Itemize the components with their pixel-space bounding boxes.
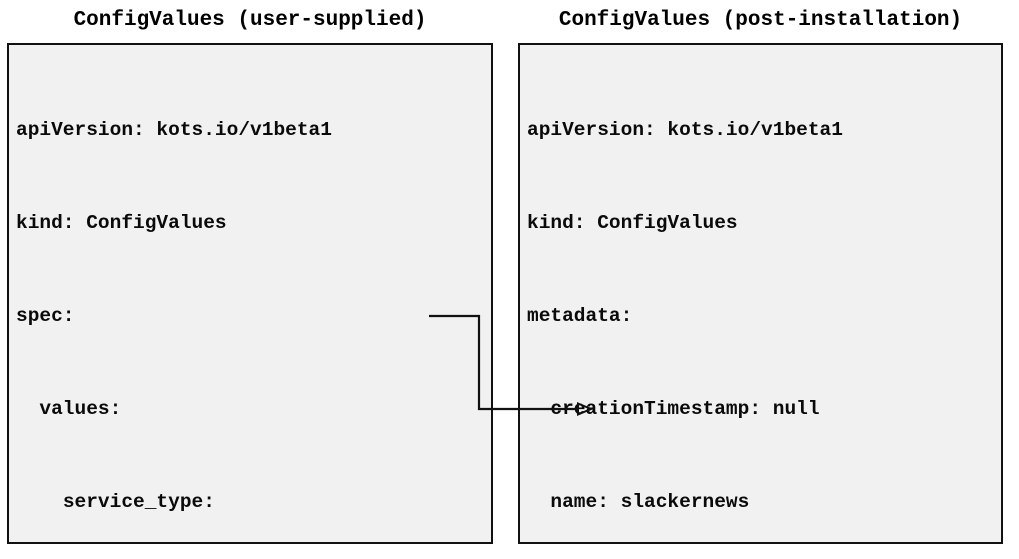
yaml-text: kind: ConfigValues [16, 212, 227, 234]
code-line: spec: [16, 301, 491, 332]
right-panel-title: ConfigValues (post-installation) [558, 9, 963, 32]
yaml-text: name: slackernews [550, 491, 750, 513]
yaml-text: metadata: [527, 305, 633, 327]
right-yaml-code: apiVersion: kots.io/v1beta1 kind: Config… [520, 45, 1001, 559]
yaml-text: spec: [16, 305, 75, 327]
code-line: kind: ConfigValues [16, 208, 491, 239]
code-line: name: slackernews [527, 487, 1001, 518]
yaml-text: apiVersion: kots.io/v1beta1 [16, 119, 332, 141]
yaml-indent [527, 491, 550, 513]
code-line: creationTimestamp: null [527, 394, 1001, 425]
code-line: values: [16, 394, 491, 425]
yaml-text: service_type: [62, 491, 215, 513]
left-yaml-code: apiVersion: kots.io/v1beta1 kind: Config… [9, 45, 491, 559]
yaml-text: kind: ConfigValues [527, 212, 738, 234]
yaml-text: values: [39, 398, 122, 420]
yaml-text: apiVersion: kots.io/v1beta1 [527, 119, 843, 141]
right-panel: apiVersion: kots.io/v1beta1 kind: Config… [518, 43, 1003, 544]
code-line: apiVersion: kots.io/v1beta1 [527, 115, 1001, 146]
code-line: metadata: [527, 301, 1001, 332]
yaml-text: creationTimestamp: null [550, 398, 820, 420]
code-line: apiVersion: kots.io/v1beta1 [16, 115, 491, 146]
left-panel: apiVersion: kots.io/v1beta1 kind: Config… [7, 43, 493, 544]
yaml-indent [16, 491, 63, 513]
code-line: service_type: [16, 487, 491, 518]
yaml-indent [527, 398, 550, 420]
yaml-indent [16, 398, 39, 420]
left-panel-title: ConfigValues (user-supplied) [73, 9, 427, 32]
code-line: kind: ConfigValues [527, 208, 1001, 239]
